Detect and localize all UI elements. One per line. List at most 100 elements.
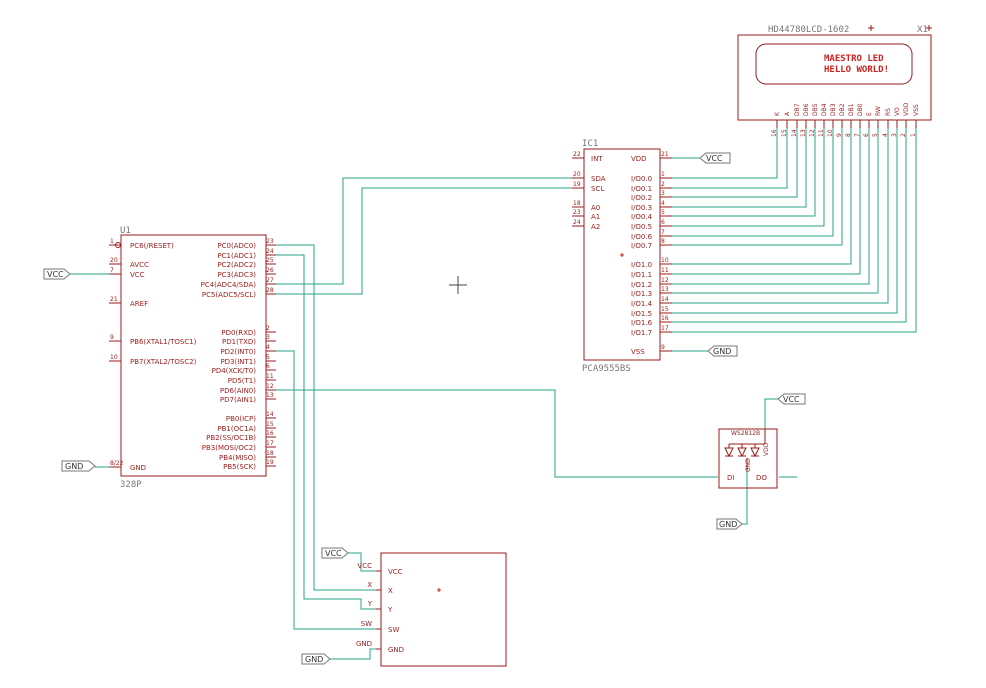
svg-text:VCC: VCC bbox=[47, 270, 64, 279]
lcd-pin-name: VO bbox=[894, 107, 901, 116]
ic1-pin-number: 12 bbox=[661, 277, 669, 284]
svg-text:VCC: VCC bbox=[325, 549, 342, 558]
ic1-pin-number: 13 bbox=[661, 286, 669, 293]
u1-pin-number: 17 bbox=[266, 440, 274, 447]
wire-io14 bbox=[665, 128, 889, 304]
ic1-pin-name: I/O1.4 bbox=[631, 300, 653, 308]
io-expander[interactable]: IC1 PCA9555BS 22INT20SDA19SCL18A023A124A… bbox=[572, 139, 672, 374]
ic1-pin-number: 24 bbox=[573, 219, 581, 226]
u1-pin-name: PC6(/RESET) bbox=[130, 242, 174, 250]
u1-body bbox=[120, 234, 267, 477]
svg-text:GND: GND bbox=[719, 520, 737, 529]
ic1-pin-number: 18 bbox=[573, 200, 581, 207]
ic1-pin-number: 9 bbox=[661, 344, 665, 351]
wire-io16 bbox=[665, 128, 907, 323]
ic1-pin-number: 5 bbox=[661, 209, 665, 216]
vcc-tag-joystick: VCC bbox=[321, 547, 349, 559]
u1-pin-number: 28 bbox=[266, 287, 274, 294]
ic1-pin-number: 20 bbox=[573, 171, 581, 178]
ic1-pin-name: I/O0.3 bbox=[631, 204, 652, 212]
lcd-pin-name: E bbox=[866, 112, 873, 116]
lcd-pin-number: 13 bbox=[800, 129, 807, 137]
wire-io01 bbox=[665, 128, 788, 189]
lcd-pin-name: DB4 bbox=[821, 103, 828, 116]
lcd-pin-number: 3 bbox=[891, 133, 898, 137]
ic1-pin-number: 15 bbox=[661, 306, 669, 313]
ic1-pin-number: 8 bbox=[661, 238, 665, 245]
wire-led-vdd bbox=[764, 398, 778, 432]
gnd-tag-led: GND bbox=[716, 518, 743, 530]
wire-scl bbox=[275, 187, 578, 295]
gnd-tag-u1: GND bbox=[61, 460, 96, 472]
microcontroller[interactable]: U1 328P 1PC6(/RESET)20AVCC7VCC21AREF9PB6… bbox=[109, 226, 276, 490]
ic1-pin-number: 6 bbox=[661, 219, 665, 226]
ic1-pin-name: VDD bbox=[631, 155, 647, 163]
joystick-pin-name: X bbox=[388, 587, 393, 595]
wire-led-gnd bbox=[742, 470, 748, 525]
wires bbox=[70, 128, 917, 660]
u1-pin-number: 11 bbox=[266, 373, 274, 380]
wire-joy-x bbox=[275, 244, 376, 591]
u1-pin-number: 20 bbox=[110, 257, 118, 264]
wire-io15 bbox=[665, 128, 898, 314]
u1-pin-name: PD3(INT1) bbox=[220, 358, 256, 366]
wire-joy-y bbox=[275, 254, 376, 610]
ic1-pin-name: I/O0.4 bbox=[631, 213, 653, 221]
u1-pin-name: PB6(XTAL1/TOSC1) bbox=[130, 338, 197, 346]
lcd-name: HD44780LCD-1602 bbox=[768, 25, 849, 35]
ic1-pin-number: 21 bbox=[661, 151, 669, 158]
led-pin-vdd: VDD bbox=[763, 442, 770, 456]
lcd-ref: X1 bbox=[917, 25, 928, 35]
ic1-pin-name: I/O1.5 bbox=[631, 310, 652, 318]
u1-pin-number: 10 bbox=[110, 354, 118, 361]
u1-pin-number: 7 bbox=[110, 267, 114, 274]
led-name: WS2812B bbox=[731, 430, 760, 437]
joystick-wire-label: VCC bbox=[357, 562, 372, 570]
wire-io04 bbox=[665, 128, 816, 217]
ic1-pin-name: VSS bbox=[631, 348, 645, 356]
lcd-pin-number: 5 bbox=[872, 133, 879, 137]
led-pin-do: DO bbox=[756, 474, 767, 482]
lcd-module[interactable]: HD44780LCD-1602 X1 MAESTRO LED HELLO WOR… bbox=[737, 25, 932, 137]
svg-text:GND: GND bbox=[305, 655, 323, 664]
lcd-pin-name: VSS bbox=[913, 104, 920, 116]
u1-pin-number: 1 bbox=[110, 238, 114, 245]
joystick-wire-label: Y bbox=[367, 600, 373, 608]
lcd-pin-number: 9 bbox=[836, 133, 843, 137]
u1-pin-number: 6 bbox=[266, 363, 270, 370]
u1-ref: U1 bbox=[120, 226, 131, 236]
u1-pin-name: GND bbox=[130, 464, 146, 472]
u1-name: 328P bbox=[120, 480, 142, 490]
lcd-pin-number: 6 bbox=[863, 133, 870, 137]
joystick-pin-name: Y bbox=[387, 606, 393, 614]
u1-pin-name: PD4(XCK/T0) bbox=[212, 367, 257, 375]
joystick-wire-label: GND bbox=[356, 640, 372, 648]
ic1-ref: IC1 bbox=[582, 139, 598, 149]
lcd-pin-number: 1 bbox=[910, 133, 917, 137]
ic1-pin-name: I/O0.6 bbox=[631, 233, 653, 241]
led-pin-gnd: GND bbox=[745, 458, 752, 472]
lcd-pin-name: RW bbox=[875, 106, 882, 116]
ic1-pin-name: I/O1.0 bbox=[631, 261, 652, 269]
wire-io13 bbox=[665, 128, 879, 294]
u1-pin-number: 14 bbox=[266, 411, 274, 418]
lcd-screen-line2: HELLO WORLD! bbox=[824, 65, 889, 75]
lcd-pin-name: DB3 bbox=[830, 103, 837, 116]
joystick-pin-name: VCC bbox=[388, 568, 403, 576]
crosshair-cursor-icon bbox=[449, 276, 467, 294]
ref-anchor-marks bbox=[868, 25, 932, 31]
lcd-pin-name: DB6 bbox=[803, 103, 810, 116]
u1-pin-number: 16 bbox=[266, 430, 274, 437]
ic1-pin-name: I/O1.1 bbox=[631, 271, 652, 279]
wire-joy-vcc bbox=[348, 552, 376, 572]
lcd-body bbox=[737, 34, 932, 121]
u1-pin-name: PD5(T1) bbox=[228, 377, 257, 385]
wire-io17 bbox=[665, 128, 917, 333]
gnd-tag-joystick: GND bbox=[301, 653, 331, 665]
rgb-led[interactable]: WS2812B DI DO GND VDD bbox=[718, 428, 778, 489]
svg-text:VCC: VCC bbox=[706, 154, 723, 163]
lcd-screen-line1: MAESTRO LED bbox=[824, 54, 884, 64]
